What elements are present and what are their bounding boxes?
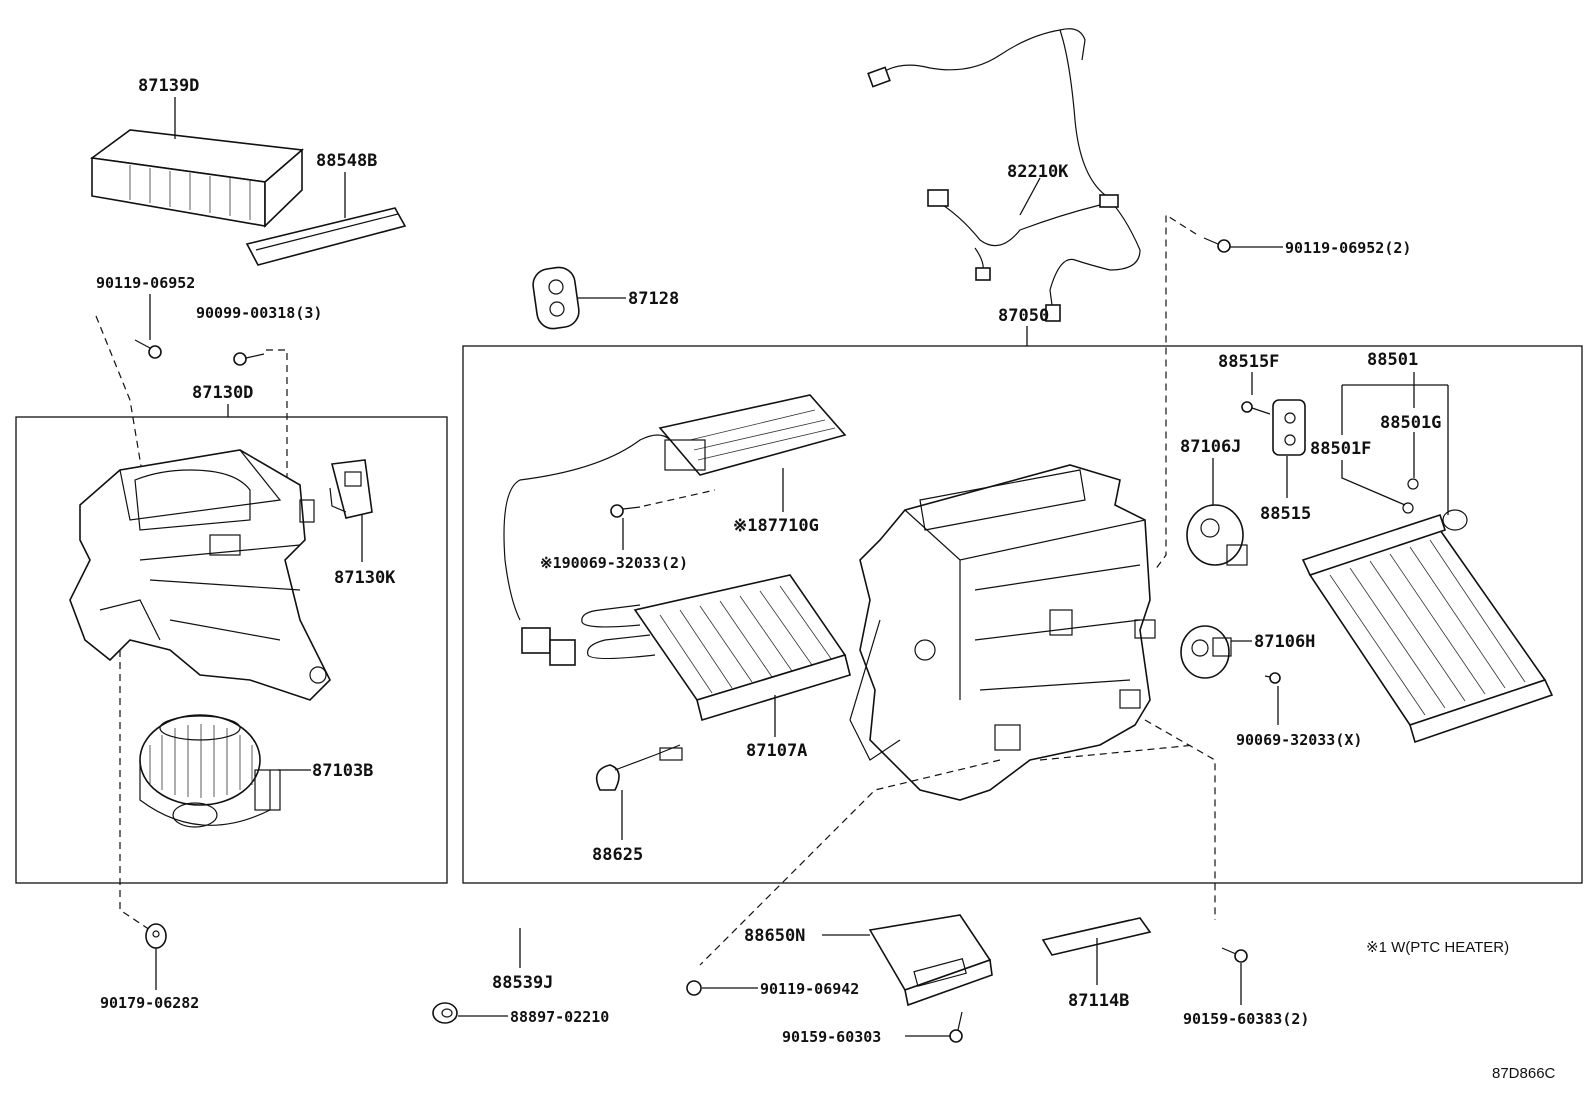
label-90119-06942: 90119-06942 xyxy=(760,980,859,998)
label-90069-32033-2: ※190069-32033(2) xyxy=(540,554,688,572)
screw-icon xyxy=(1221,947,1248,963)
ptc-heater-note: ※1 W(PTC HEATER) xyxy=(1366,939,1509,956)
label-82210K: 82210K xyxy=(1007,162,1069,182)
drain-hose-part[interactable] xyxy=(400,918,574,1044)
o-ring-icon xyxy=(1407,478,1419,490)
ptc-heater-part[interactable] xyxy=(503,394,847,666)
label-90069-32033-X: 90069-32033(X) xyxy=(1236,731,1362,749)
label-88650N: 88650N xyxy=(744,926,805,946)
label-87130K: 87130K xyxy=(334,568,396,588)
label-90179-06282: 90179-06282 xyxy=(100,994,199,1012)
label-88501F: 88501F xyxy=(1310,439,1371,459)
screw-icon xyxy=(610,504,641,518)
screw-icon xyxy=(1203,237,1231,253)
nut-icon xyxy=(145,923,167,949)
servo-motor-part[interactable] xyxy=(1180,625,1232,679)
filter-cover-part[interactable] xyxy=(245,207,407,266)
heater-core-part[interactable] xyxy=(581,574,851,722)
clip-icon xyxy=(233,352,265,366)
bolt-icon xyxy=(1241,401,1271,415)
label-88548B: 88548B xyxy=(316,151,377,171)
figure-code: 87D866C xyxy=(1492,1065,1556,1082)
label-90099-00318: 90099-00318(3) xyxy=(196,304,322,322)
label-88539J: 88539J xyxy=(492,973,553,993)
screw-icon xyxy=(1264,672,1281,684)
cabin-air-filter-part[interactable] xyxy=(89,129,304,228)
screw-icon xyxy=(686,980,702,996)
ac-amplifier-part[interactable] xyxy=(868,914,993,1007)
label-87106J: 87106J xyxy=(1180,437,1241,457)
evaporator-part[interactable] xyxy=(1301,509,1554,744)
wire-harness-part[interactable] xyxy=(867,28,1141,322)
label-88515: 88515 xyxy=(1260,504,1311,524)
expansion-valve-part[interactable] xyxy=(1272,399,1306,456)
grommet-icon xyxy=(432,1002,458,1024)
label-88501: 88501 xyxy=(1367,350,1418,370)
label-87103B: 87103B xyxy=(312,761,373,781)
label-87139D: 87139D xyxy=(138,76,199,96)
label-87114B: 87114B xyxy=(1068,991,1129,1011)
label-88515F: 88515F xyxy=(1218,352,1279,372)
label-87107A: 87107A xyxy=(746,741,807,761)
label-87106H: 87106H xyxy=(1254,632,1315,652)
blower-resistor-part[interactable] xyxy=(329,459,373,519)
label-88501G: 88501G xyxy=(1380,413,1441,433)
air-duct-part[interactable] xyxy=(1041,917,1152,956)
label-87710G: ※187710G xyxy=(733,516,819,536)
label-90119-06952-2: 90119-06952(2) xyxy=(1285,239,1411,257)
label-87130D: 87130D xyxy=(192,383,253,403)
screw-icon xyxy=(949,1011,963,1043)
label-87050: 87050 xyxy=(998,306,1049,326)
blower-case-part[interactable] xyxy=(69,449,331,701)
temp-sensor-part[interactable] xyxy=(595,744,683,791)
servo-motor-part[interactable] xyxy=(1186,504,1248,566)
o-ring-icon xyxy=(1402,502,1414,514)
label-90159-60383-2: 90159-60383(2) xyxy=(1183,1010,1309,1028)
label-87128: 87128 xyxy=(628,289,679,309)
screw-icon xyxy=(134,339,162,359)
label-90119-06952: 90119-06952 xyxy=(96,274,195,292)
heater-unit-group-box xyxy=(462,345,1583,884)
heater-unit-housing-part[interactable] xyxy=(849,464,1156,801)
grommet-part[interactable] xyxy=(531,265,581,330)
blower-assembly-group-box xyxy=(15,416,448,884)
blower-motor-part[interactable] xyxy=(139,714,281,828)
label-90159-60303: 90159-60303 xyxy=(782,1028,881,1046)
label-88897-02210: 88897-02210 xyxy=(510,1008,609,1026)
label-88625: 88625 xyxy=(592,845,643,865)
